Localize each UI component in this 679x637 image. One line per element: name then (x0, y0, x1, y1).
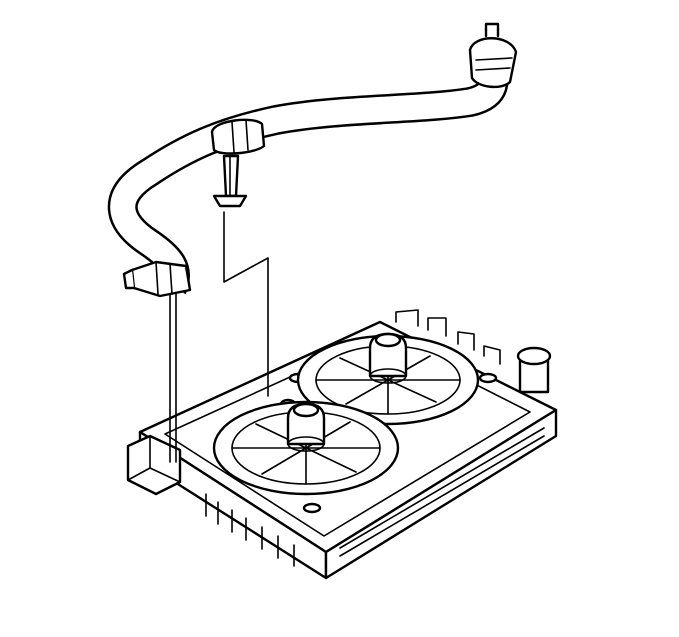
leader-line-hose-to-tank (169, 291, 177, 463)
retainer-clip (212, 154, 248, 208)
leader-line-clip-to-boss (223, 211, 269, 397)
mount-boss-front (302, 502, 322, 514)
hose-body (110, 52, 506, 294)
shroud-front-ribs (205, 493, 295, 567)
hose-clamp-bottom (122, 260, 192, 298)
shroud-right-rail (339, 427, 545, 557)
fan-lower-motor-base (287, 436, 325, 452)
fan-lower-motor-cap (292, 402, 320, 418)
mount-boss-right (478, 372, 498, 384)
fan-upper-motor-cap (374, 332, 402, 348)
hose-clamp-top (468, 22, 518, 89)
fan-upper-motor-base (369, 368, 407, 384)
radiator-hose (107, 46, 509, 295)
tank-detail (127, 435, 181, 483)
fan-upper (296, 332, 480, 426)
shroud-right-face (324, 408, 558, 580)
fan-lower (212, 400, 400, 496)
shroud-top-tabs (395, 309, 501, 365)
hose-clamp-mid (210, 118, 266, 155)
outlet-pipe (516, 346, 552, 394)
